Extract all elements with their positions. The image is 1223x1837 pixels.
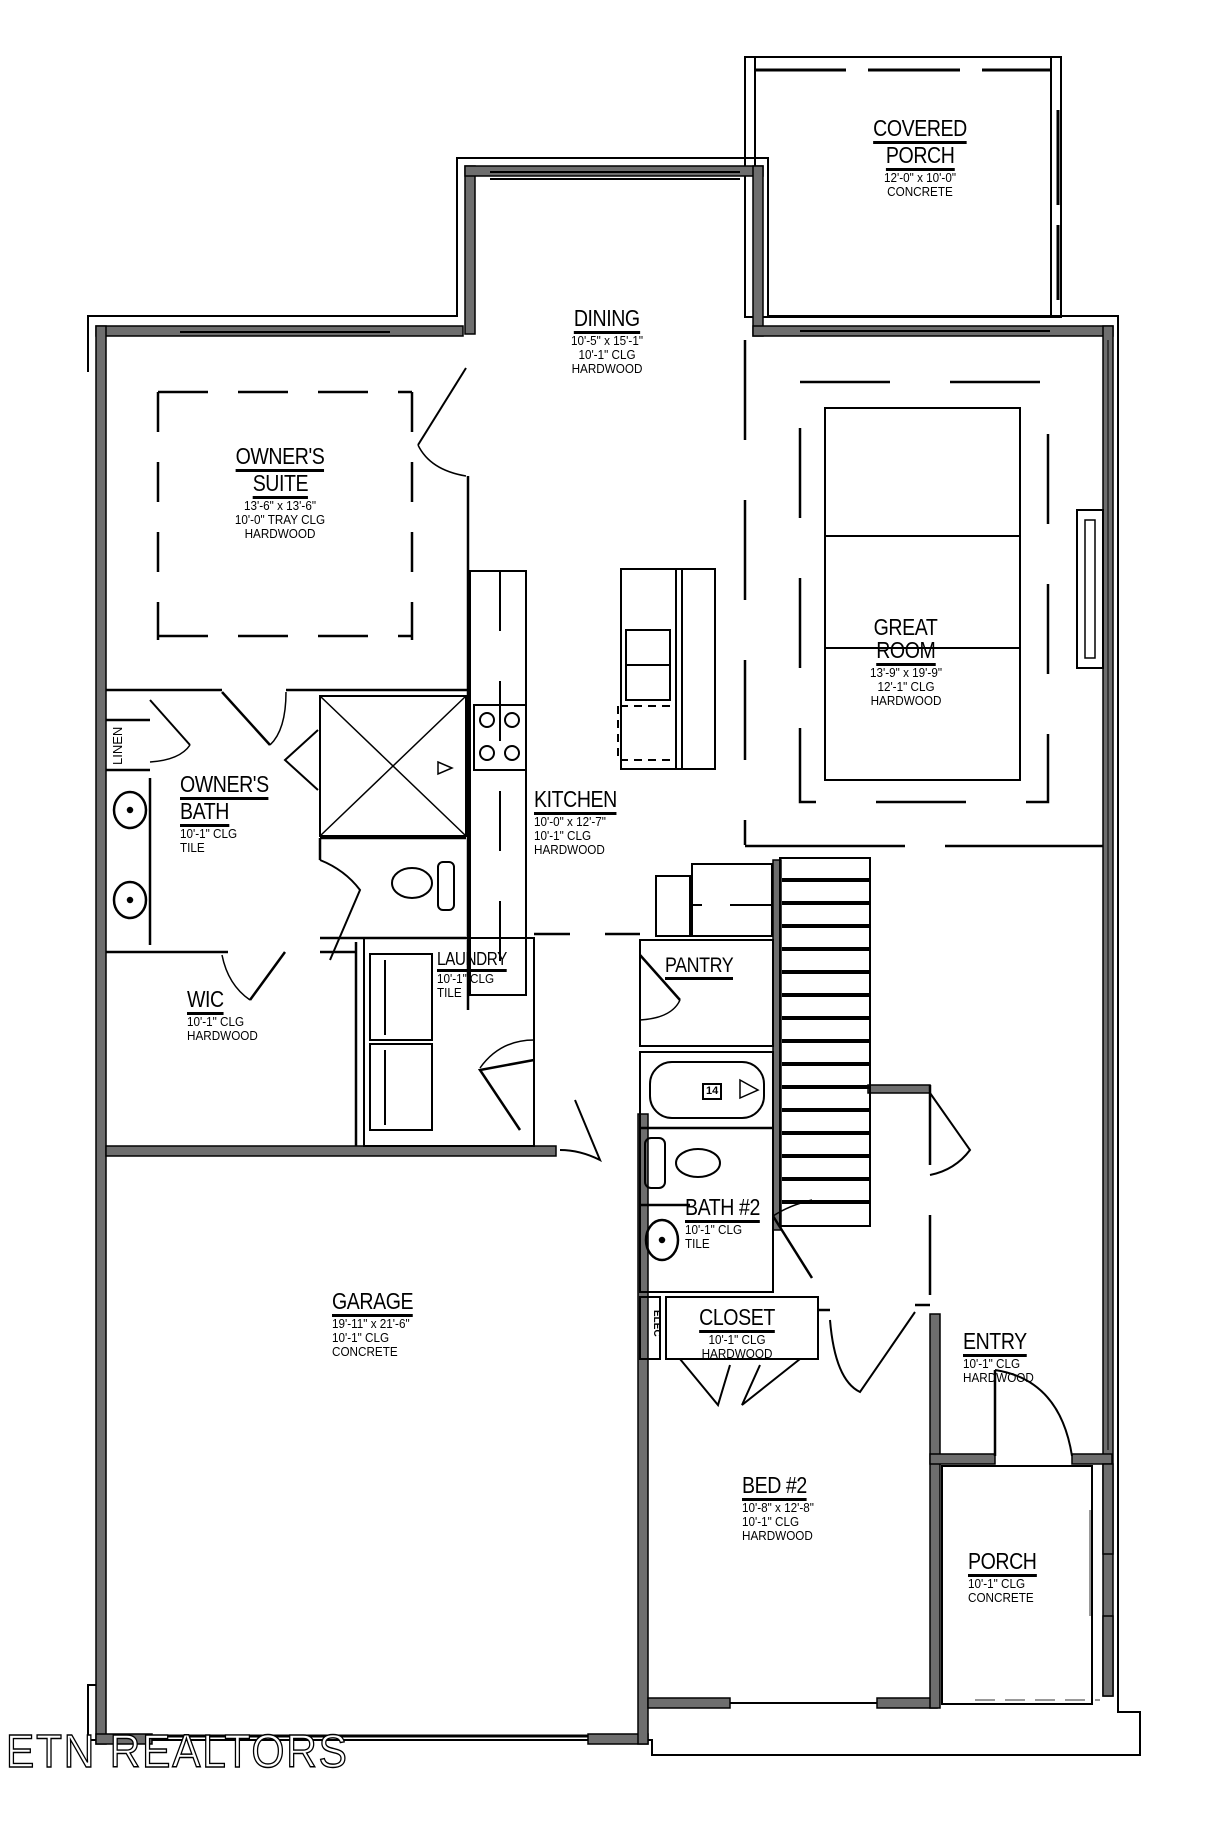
realtor-watermark: ETN REALTORS (5, 1724, 349, 1777)
room-label-covered-porch: COVERED PORCH 12'-0" x 10'-0" CONCRETE (873, 115, 967, 199)
room-label-porch: PORCH 10'-1" CLG CONCRETE (968, 1548, 1037, 1605)
room-label-entry: ENTRY 10'-1" CLG HARDWOOD (963, 1328, 1034, 1385)
room-label-wic: WIC 10'-1" CLG HARDWOOD (187, 986, 258, 1043)
electrical-panel-label: ELEC (651, 1310, 662, 1337)
room-label-bath-2: BATH #2 10'-1" CLG TILE (685, 1194, 760, 1251)
room-label-garage: GARAGE 19'-11" x 21'-6" 10'-1" CLG CONCR… (332, 1288, 414, 1359)
room-label-closet: CLOSET 10'-1" CLG HARDWOOD (699, 1304, 775, 1361)
linen-closet-label: LINEN (110, 726, 125, 765)
room-label-owners-suite: OWNER'S SUITE 13'-6" x 13'-6" 10'-0" TRA… (234, 443, 326, 541)
room-label-laundry: LAUNDRY 10'-1" CLG TILE (437, 949, 507, 1000)
room-label-owners-bath: OWNER'S BATH 10'-1" CLG TILE (180, 771, 269, 855)
room-label-kitchen: KITCHEN 10'-0" x 12'-7" 10'-1" CLG HARDW… (534, 786, 617, 857)
tub-number-badge: 14 (702, 1083, 723, 1100)
room-label-pantry: PANTRY (665, 955, 745, 980)
room-label-great-room: GREAT ROOM 13'-9" x 19'-9" 12'-1" CLG HA… (870, 614, 942, 708)
room-label-bed-2: BED #2 10'-8" x 12'-8" 10'-1" CLG HARDWO… (742, 1472, 814, 1543)
exterior-outline (87, 157, 1141, 1756)
room-label-dining: DINING 10'-5" x 15'-1" 10'-1" CLG HARDWO… (571, 305, 643, 376)
